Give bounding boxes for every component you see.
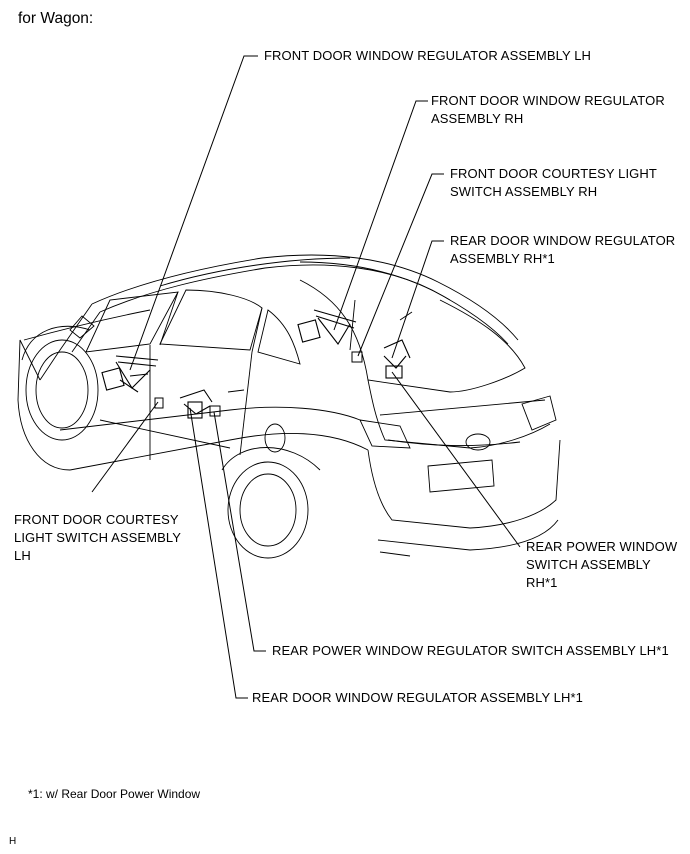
label-rear-power-window-switch-rh-line1: REAR POWER WINDOW: [526, 539, 678, 554]
label-front-door-window-regulator-rh-line2: ASSEMBLY RH: [431, 111, 524, 126]
label-rear-power-window-switch-rh-line2: SWITCH ASSEMBLY: [526, 557, 651, 572]
front-door-courtesy-switch-lh-part: [154, 397, 164, 409]
label-front-door-courtesy-rh-line1: FRONT DOOR COURTESY LIGHT: [450, 166, 657, 181]
diagram-heading: for Wagon:: [18, 10, 94, 27]
front-door-courtesy-switch-rh-part: [351, 351, 363, 363]
label-front-door-courtesy-lh-line2: LIGHT SWITCH ASSEMBLY: [14, 530, 182, 545]
label-front-door-courtesy-lh-line3: LH: [14, 548, 31, 563]
label-front-door-courtesy-rh-line2: SWITCH ASSEMBLY RH: [450, 184, 598, 199]
rear-door-window-regulator-rh-part: [383, 339, 411, 379]
label-rear-door-window-regulator-rh-line2: ASSEMBLY RH*1: [450, 251, 555, 266]
label-rear-door-window-regulator-lh: REAR DOOR WINDOW REGULATOR ASSEMBLY LH*1: [252, 690, 583, 705]
figure-code: H: [9, 836, 17, 847]
label-rear-power-window-regulator-switch-lh: REAR POWER WINDOW REGULATOR SWITCH ASSEM…: [272, 643, 669, 658]
label-rear-door-window-regulator-rh-line1: REAR DOOR WINDOW REGULATOR: [450, 233, 676, 248]
label-front-door-window-regulator-rh-line1: FRONT DOOR WINDOW REGULATOR: [431, 93, 665, 108]
label-front-door-courtesy-lh-line1: FRONT DOOR COURTESY: [14, 512, 179, 527]
label-front-door-window-regulator-lh: FRONT DOOR WINDOW REGULATOR ASSEMBLY LH: [264, 48, 592, 63]
wagon-body-outline: [17, 254, 561, 559]
label-rear-power-window-switch-rh-line3: RH*1: [526, 575, 558, 590]
front-door-window-regulator-lh-part: [101, 355, 159, 393]
leader-lines: [91, 55, 521, 699]
footnote: *1: w/ Rear Door Power Window: [28, 787, 201, 801]
rear-door-window-regulator-lh-part: [179, 389, 213, 419]
front-door-window-regulator-rh-part: [297, 309, 357, 345]
